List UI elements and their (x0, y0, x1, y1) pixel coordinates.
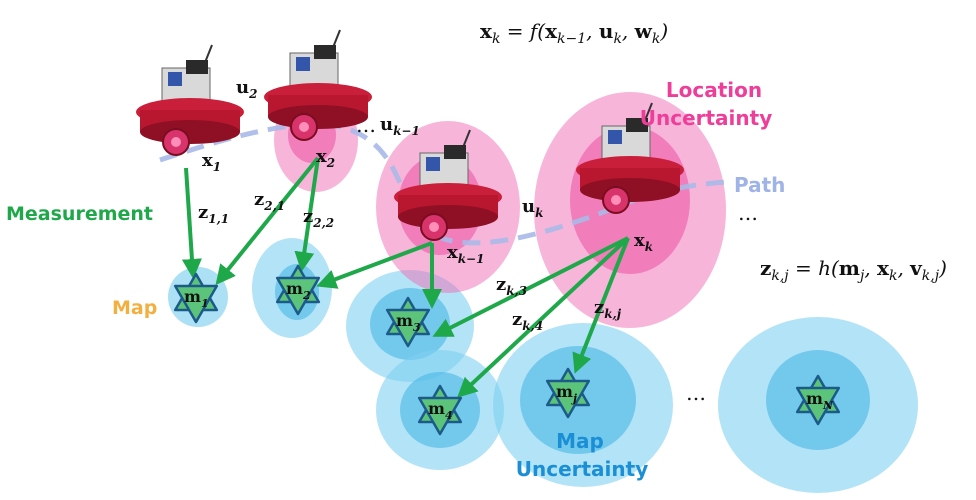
pose-label-2: xk−1 (447, 242, 484, 266)
landmark-label-j: mj (556, 382, 577, 405)
measurement-arrow-2-1 (215, 156, 320, 286)
landmark-star-3-b (385, 308, 431, 348)
pose-label-3: xk (634, 230, 653, 254)
measurement-label-5: zk,j (594, 297, 622, 321)
landmark-label-3: m3 (396, 311, 421, 334)
map-uncertainty-text-2: Uncertainty (516, 457, 649, 481)
observation-equation: zk,j = h(mj, xk, vk,j) (760, 256, 947, 284)
motion-equation: xk = f(xk−1, uk, wk) (480, 19, 668, 47)
ellipsis-bottom: … (686, 381, 706, 405)
measurement-arrow-k-4 (457, 236, 630, 398)
landmark-label-N: mN (806, 389, 834, 412)
landmark-star-1-b (173, 284, 219, 324)
path-text: Path (734, 173, 785, 197)
measurement-label-3: zk,3 (496, 274, 527, 298)
robot-pose-1 (135, 44, 245, 156)
measurement-arrow-2-2 (294, 157, 320, 272)
control-label-2: uk (522, 196, 543, 220)
measurement-arrow-k-3 (432, 236, 629, 337)
landmark-star-j-b (545, 379, 591, 419)
landmark-label-1: m1 (184, 287, 209, 310)
measurement-label-0: z1,1 (198, 202, 229, 226)
ellipsis-right: … (738, 201, 758, 225)
landmark-label-4: m4 (428, 399, 453, 422)
landmark-label-2: m2 (286, 279, 311, 302)
landmark-star-2-b (275, 276, 321, 316)
location-uncertainty-text-1: Location (666, 78, 762, 102)
location-uncertainty-text-2: Uncertainty (640, 106, 773, 130)
map-uncertainty-text-1: Map (556, 429, 604, 453)
landmark-star-N-b (795, 386, 841, 426)
measurement-arrow-1-1 (181, 167, 202, 279)
pose-label-1: x2 (316, 146, 335, 170)
measurement-text: Measurement (6, 203, 153, 225)
landmark-star-4-b (417, 396, 463, 436)
measurement-label-2: z2,2 (303, 206, 334, 230)
measurement-label-4: zk,4 (512, 309, 543, 333)
measurement-arrow-k-1-2 (316, 241, 433, 289)
pose-label-0: x1 (202, 150, 221, 174)
map-text: Map (112, 297, 157, 319)
ellipsis-top: … (356, 113, 376, 137)
control-label-0: u2 (236, 77, 257, 101)
measurement-label-1: z2,1 (254, 189, 285, 213)
control-label-1: uk−1 (380, 114, 420, 138)
measurement-arrow-k-j (572, 237, 630, 374)
